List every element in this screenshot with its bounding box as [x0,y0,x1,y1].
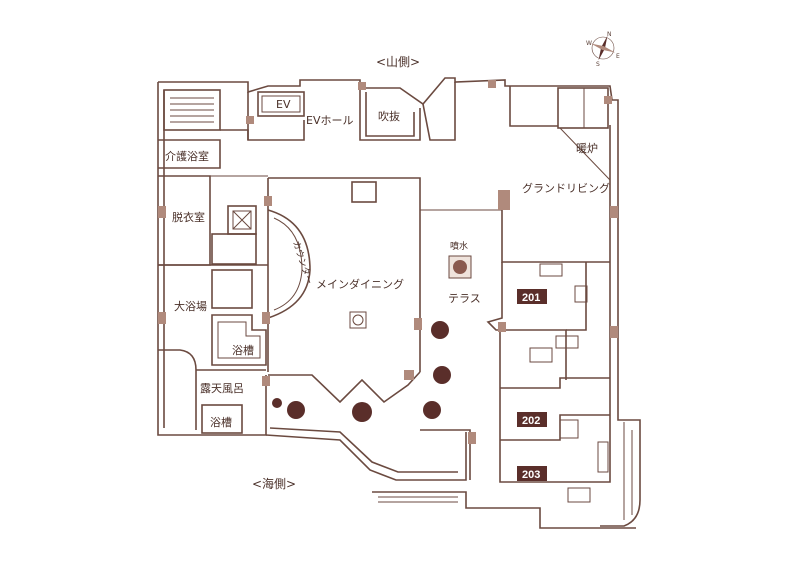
interior-walls [158,82,611,503]
room-number-201: 201 [522,292,540,304]
room-ev-hall: EVホール [306,114,353,127]
room-grand-living: グランドリビング [522,181,610,195]
room-fukinuke: 吹抜 [378,109,400,123]
room-danro: 暖炉 [576,142,598,155]
mountain-side-label: <山側> [376,55,420,69]
room-number-203: 203 [522,469,540,481]
room-counter: カウンター [290,240,314,286]
tree-icons [272,321,451,422]
room-funsui: 噴水 [450,240,468,252]
room-labels: EV EVホール 吹抜 暖炉 グランドリビング 介護浴室 脱衣室 カウンター メ… [165,98,610,429]
room-number-202: 202 [522,415,540,427]
room-yokuso-1: 浴槽 [232,344,254,357]
compass-s: S [596,61,600,68]
room-badge-203: 203 [517,466,547,481]
room-daiyokujo: 大浴場 [174,299,207,313]
compass-icon: N E S W [586,31,620,68]
room-ev: EV [276,98,291,111]
compass-e: E [616,53,620,60]
room-yokuso-2: 浴槽 [210,416,232,429]
room-main-dining: メインダイニング [316,277,404,291]
fountain-icon [448,255,472,279]
room-rotenburo: 露天風呂 [200,382,244,395]
outer-walls [157,77,641,529]
dining-table-icon [349,311,367,329]
room-badge-201: 201 [517,289,547,304]
room-kaigo-yokushitsu: 介護浴室 [165,149,209,163]
room-badge-202: 202 [517,412,547,427]
pillars [158,80,618,444]
room-datsuishitsu: 脱衣室 [172,210,205,224]
compass-w: W [586,40,592,47]
room-terrace: テラス [448,292,481,305]
compass-n: N [607,31,612,38]
sea-side-label: <海側> [252,476,296,491]
